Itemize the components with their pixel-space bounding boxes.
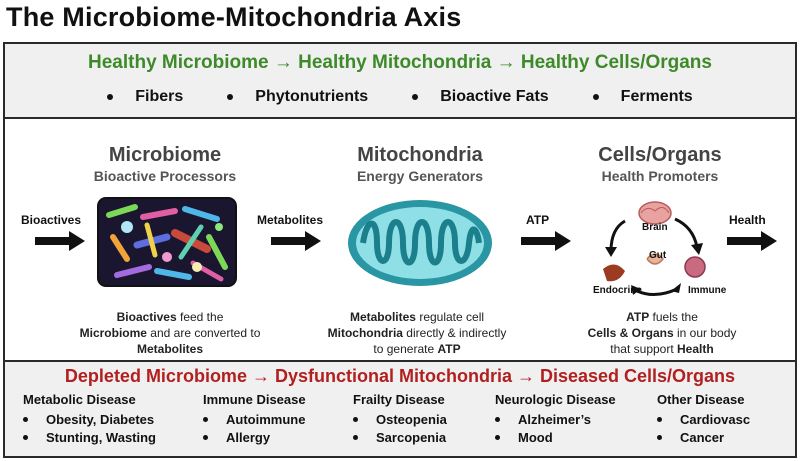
nutrient-item: Phytonutrients — [227, 88, 368, 106]
disease-item: Stunting, Wasting — [23, 428, 156, 446]
disease-column: Frailty Disease Osteopenia Sarcopenia — [353, 392, 447, 446]
bullet-icon — [107, 94, 114, 100]
bullet-icon — [412, 94, 419, 100]
atp-label: ATP — [526, 213, 550, 227]
disease-column: Metabolic Disease Obesity, Diabetes Stun… — [23, 392, 156, 446]
bullet-icon — [495, 416, 500, 422]
page-title: The Microbiome-Mitochondria Axis — [6, 2, 462, 32]
bullet-icon — [592, 94, 599, 100]
disease-item: Allergy — [203, 428, 306, 446]
mitochondria-icon — [348, 200, 492, 286]
nutrient-label: Phytonutrients — [255, 88, 369, 105]
bullet-icon — [23, 434, 28, 440]
disease-title: Neurologic Disease — [495, 392, 616, 407]
axis-flow-panel: Microbiome Bioactive Processors Mitochon… — [5, 119, 795, 362]
cells-organs-title: Cells/Organs — [598, 144, 722, 166]
disease-item: Osteopenia — [353, 410, 447, 428]
bullet-icon — [23, 416, 28, 422]
gut-icon — [646, 253, 664, 265]
bullet-icon — [353, 434, 358, 440]
immune-cell-icon — [684, 256, 706, 278]
cells-organs-description: ATP fuels the Cells & Organs in our body… — [587, 310, 737, 356]
bioactives-label: Bioactives — [21, 213, 82, 227]
disease-title: Metabolic Disease — [23, 392, 136, 407]
diseased-band: Depleted Microbiome → Dysfunctional Mito… — [5, 362, 795, 456]
arrow-right-icon — [35, 231, 85, 251]
disease-column: Other Disease Cardiovasc Cancer — [657, 392, 750, 446]
nutrient-list: Fibers Phytonutrients Bioactive Fats Fer… — [5, 88, 795, 106]
healthy-heading: Healthy Microbiome → Healthy Mitochondri… — [88, 52, 712, 73]
disease-title: Immune Disease — [203, 392, 306, 407]
disease-title: Frailty Disease — [353, 392, 445, 407]
bullet-icon — [353, 416, 358, 422]
arrow-right-icon — [271, 231, 321, 251]
organ-cycle-diagram — [603, 201, 706, 296]
disease-item: Sarcopenia — [353, 428, 447, 446]
bullet-icon — [495, 434, 500, 440]
disease-title: Other Disease — [657, 392, 745, 407]
microbiome-bacteria-icon — [97, 197, 237, 287]
metabolites-label: Metabolites — [257, 213, 324, 227]
health-label: Health — [729, 213, 766, 227]
bullet-icon — [203, 416, 208, 422]
nutrient-label: Fibers — [135, 88, 184, 105]
diagram-frame: Healthy Microbiome → Healthy Mitochondri… — [3, 42, 797, 458]
disease-item: Obesity, Diabetes — [23, 410, 156, 428]
cells-organs-subtitle: Health Promoters — [601, 168, 719, 184]
mitochondria-description: Metabolites regulate cell Mitochondria d… — [327, 310, 507, 356]
mitochondria-subtitle: Energy Generators — [356, 168, 484, 184]
diseased-heading: Depleted Microbiome → Dysfunctional Mito… — [64, 366, 736, 386]
nutrient-item: Fibers — [107, 88, 183, 106]
brain-icon — [638, 201, 672, 225]
immune-label: Immune — [688, 285, 727, 296]
arrow-right-icon — [727, 231, 777, 251]
mitochondria-title: Mitochondria — [357, 144, 483, 166]
nutrient-item: Bioactive Fats — [412, 88, 549, 106]
nutrient-item: Ferments — [592, 88, 693, 106]
bullet-icon — [657, 416, 662, 422]
gut-label: Gut — [649, 250, 667, 261]
bullet-icon — [657, 434, 662, 440]
liver-icon — [603, 264, 625, 282]
microbiome-description: Bioactives feed the Microbiome and are c… — [79, 310, 261, 356]
brain-label: Brain — [642, 222, 668, 233]
bullet-icon — [203, 434, 208, 440]
disease-column: Immune Disease Autoimmune Allergy — [203, 392, 306, 446]
disease-item: Autoimmune — [203, 410, 306, 428]
nutrient-label: Bioactive Fats — [440, 88, 549, 105]
disease-column: Neurologic Disease Alzheimer’s Mood — [495, 392, 616, 446]
endocrine-label: Endocrine — [593, 285, 642, 296]
microbiome-title: Microbiome — [108, 144, 222, 166]
healthy-band: Healthy Microbiome → Healthy Mitochondri… — [5, 44, 795, 119]
nutrient-label: Ferments — [620, 88, 693, 105]
microbiome-subtitle: Bioactive Processors — [93, 168, 237, 184]
disease-item: Cardiovasc — [657, 410, 750, 428]
arrow-right-icon — [521, 231, 571, 251]
disease-item: Alzheimer’s — [495, 410, 616, 428]
bullet-icon — [227, 94, 234, 100]
disease-item: Mood — [495, 428, 616, 446]
disease-item: Cancer — [657, 428, 750, 446]
